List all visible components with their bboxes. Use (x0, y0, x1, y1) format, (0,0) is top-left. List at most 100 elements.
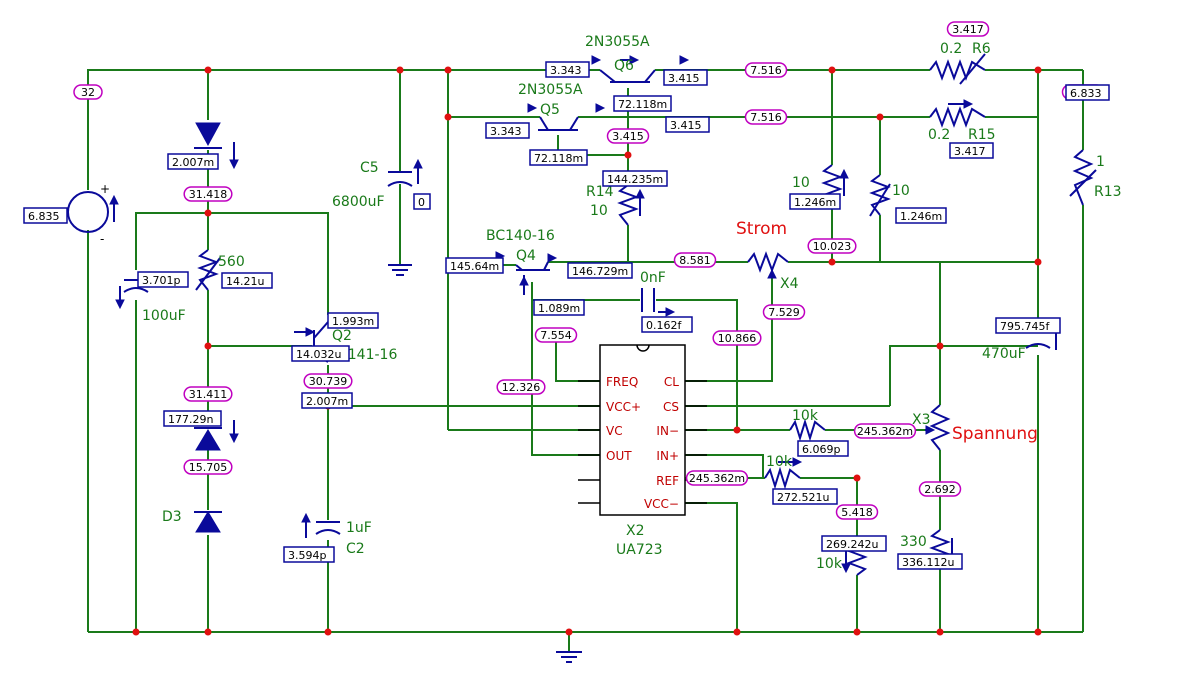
c2-value: 1uF (346, 520, 372, 536)
svg-text:146.729m: 146.729m (572, 265, 628, 278)
junction-dot (624, 151, 632, 159)
node-voltage-tag: 7.516 (744, 109, 788, 125)
ua723-ic: FREQ VCC+ VC OUT CL CS IN− IN+ REF VCC− … (578, 344, 707, 558)
r14-resistor (617, 184, 639, 226)
svg-text:3.415: 3.415 (668, 72, 700, 85)
pin-in-plus: IN+ (656, 449, 679, 463)
node-voltage-tag: 3.415 (606, 128, 650, 144)
resistor-560 (197, 249, 219, 291)
junction-dot (204, 628, 212, 636)
current-readout: 1.246m (895, 207, 947, 224)
svg-text:32: 32 (81, 86, 95, 99)
svg-text:14.21u: 14.21u (226, 275, 264, 288)
node-voltage-tag: 3.417 (946, 21, 990, 37)
svg-text:8.581: 8.581 (679, 254, 711, 267)
svg-text:145.64m: 145.64m (450, 260, 499, 273)
node-voltage-tag: 32 (73, 84, 103, 100)
current-readout: 3.343 (485, 122, 530, 139)
current-readout: 14.21u (221, 272, 273, 289)
svg-text:0.162f: 0.162f (646, 319, 682, 332)
resistor-330-label: 330 (900, 534, 927, 550)
svg-text:3.701p: 3.701p (142, 274, 180, 287)
r14-label: R14 (586, 184, 614, 200)
wires (87, 69, 1084, 652)
junction-dot (853, 628, 861, 636)
current-readout: 336.112u (897, 553, 963, 570)
current-readout: 72.118m (529, 149, 588, 166)
junction-dot (324, 628, 332, 636)
resistor-10k-a-label: 10k (792, 408, 819, 424)
node-voltage-tag: 15.705 (183, 459, 233, 475)
strom-label: Strom (736, 219, 787, 239)
q4-label: Q4 (516, 248, 536, 264)
r6-label: R6 (972, 41, 991, 57)
resistor-10k-a (789, 418, 826, 442)
pin-vcc-plus: VCC+ (606, 400, 641, 414)
junction-dot (204, 209, 212, 217)
x4-label: X4 (780, 276, 799, 292)
svg-text:245.362m: 245.362m (857, 425, 913, 438)
svg-text:245.362m: 245.362m (689, 472, 745, 485)
junction-dot (733, 426, 741, 434)
node-voltage-tag: 31.418 (183, 186, 233, 202)
svg-text:3.415: 3.415 (670, 119, 702, 132)
svg-text:1.246m: 1.246m (900, 210, 942, 223)
node-voltage-tag: 2.692 (918, 481, 962, 497)
node-voltage-tag: 245.362m (853, 423, 917, 439)
current-readout: 3.594p (283, 546, 335, 563)
junction-dot (936, 628, 944, 636)
svg-text:6.069p: 6.069p (802, 443, 840, 456)
current-readout: 272.521u (772, 488, 838, 505)
ground-symbol (556, 651, 582, 663)
svg-text:3.343: 3.343 (550, 64, 582, 77)
node-voltage-tag: 7.529 (762, 304, 806, 320)
svg-text:12.326: 12.326 (502, 381, 541, 394)
resistor-10b-label: 10 (892, 183, 910, 199)
svg-text:2.007m: 2.007m (306, 395, 348, 408)
svg-text:3.417: 3.417 (952, 23, 984, 36)
current-readout: 14.032u (291, 345, 350, 362)
svg-text:31.411: 31.411 (189, 388, 228, 401)
r14-value: 10 (590, 203, 608, 219)
d3-zener (195, 511, 221, 533)
q6-label: Q6 (614, 58, 634, 74)
svg-text:144.235m: 144.235m (607, 173, 663, 186)
junction-dot (1034, 66, 1042, 74)
q2-type: C141-16 (338, 347, 397, 363)
current-readout: 0.162f (641, 316, 693, 333)
node-voltage-tag: 12.326 (496, 379, 546, 395)
resistor-10k-pot-label: 10k (816, 556, 843, 572)
node-voltage-tag: 5.418 (835, 504, 879, 520)
current-readout: 2.007m (301, 392, 353, 409)
r13-resistor (1072, 149, 1094, 206)
svg-text:795.745f: 795.745f (1000, 320, 1050, 333)
svg-text:7.516: 7.516 (750, 64, 782, 77)
node-voltage-tag: 31.411 (183, 386, 233, 402)
svg-text:272.521u: 272.521u (777, 491, 829, 504)
resistor-560-label: 560 (218, 254, 245, 270)
junction-dot (733, 628, 741, 636)
capacitor-100uf-label: 100uF (142, 308, 186, 324)
current-readout: 1.089m (533, 299, 585, 316)
pin-vcc-minus: VCC− (644, 497, 679, 511)
components: + - D3 560 100uF Q2 C141-16 1u (67, 34, 1122, 663)
svg-text:15.705: 15.705 (189, 461, 228, 474)
pin-vc: VC (606, 424, 623, 438)
svg-text:7.529: 7.529 (768, 306, 800, 319)
capacitor-470uf-label: 470uF (982, 346, 1026, 362)
x3-label: X3 (912, 412, 931, 428)
svg-text:3.417: 3.417 (954, 145, 986, 158)
source-plus: + (100, 182, 110, 196)
resistor-10b (869, 174, 891, 216)
current-readout: 0 (413, 193, 431, 210)
svg-text:3.343: 3.343 (490, 125, 522, 138)
svg-text:10.023: 10.023 (813, 240, 852, 253)
current-readout: 3.343 (545, 61, 590, 78)
source-minus: - (100, 232, 104, 246)
current-readout: 6.069p (797, 440, 849, 457)
svg-text:1.089m: 1.089m (538, 302, 580, 315)
svg-text:1.993m: 1.993m (332, 315, 374, 328)
junction-dots (132, 66, 1042, 636)
q6-type: 2N3055A (585, 34, 650, 50)
